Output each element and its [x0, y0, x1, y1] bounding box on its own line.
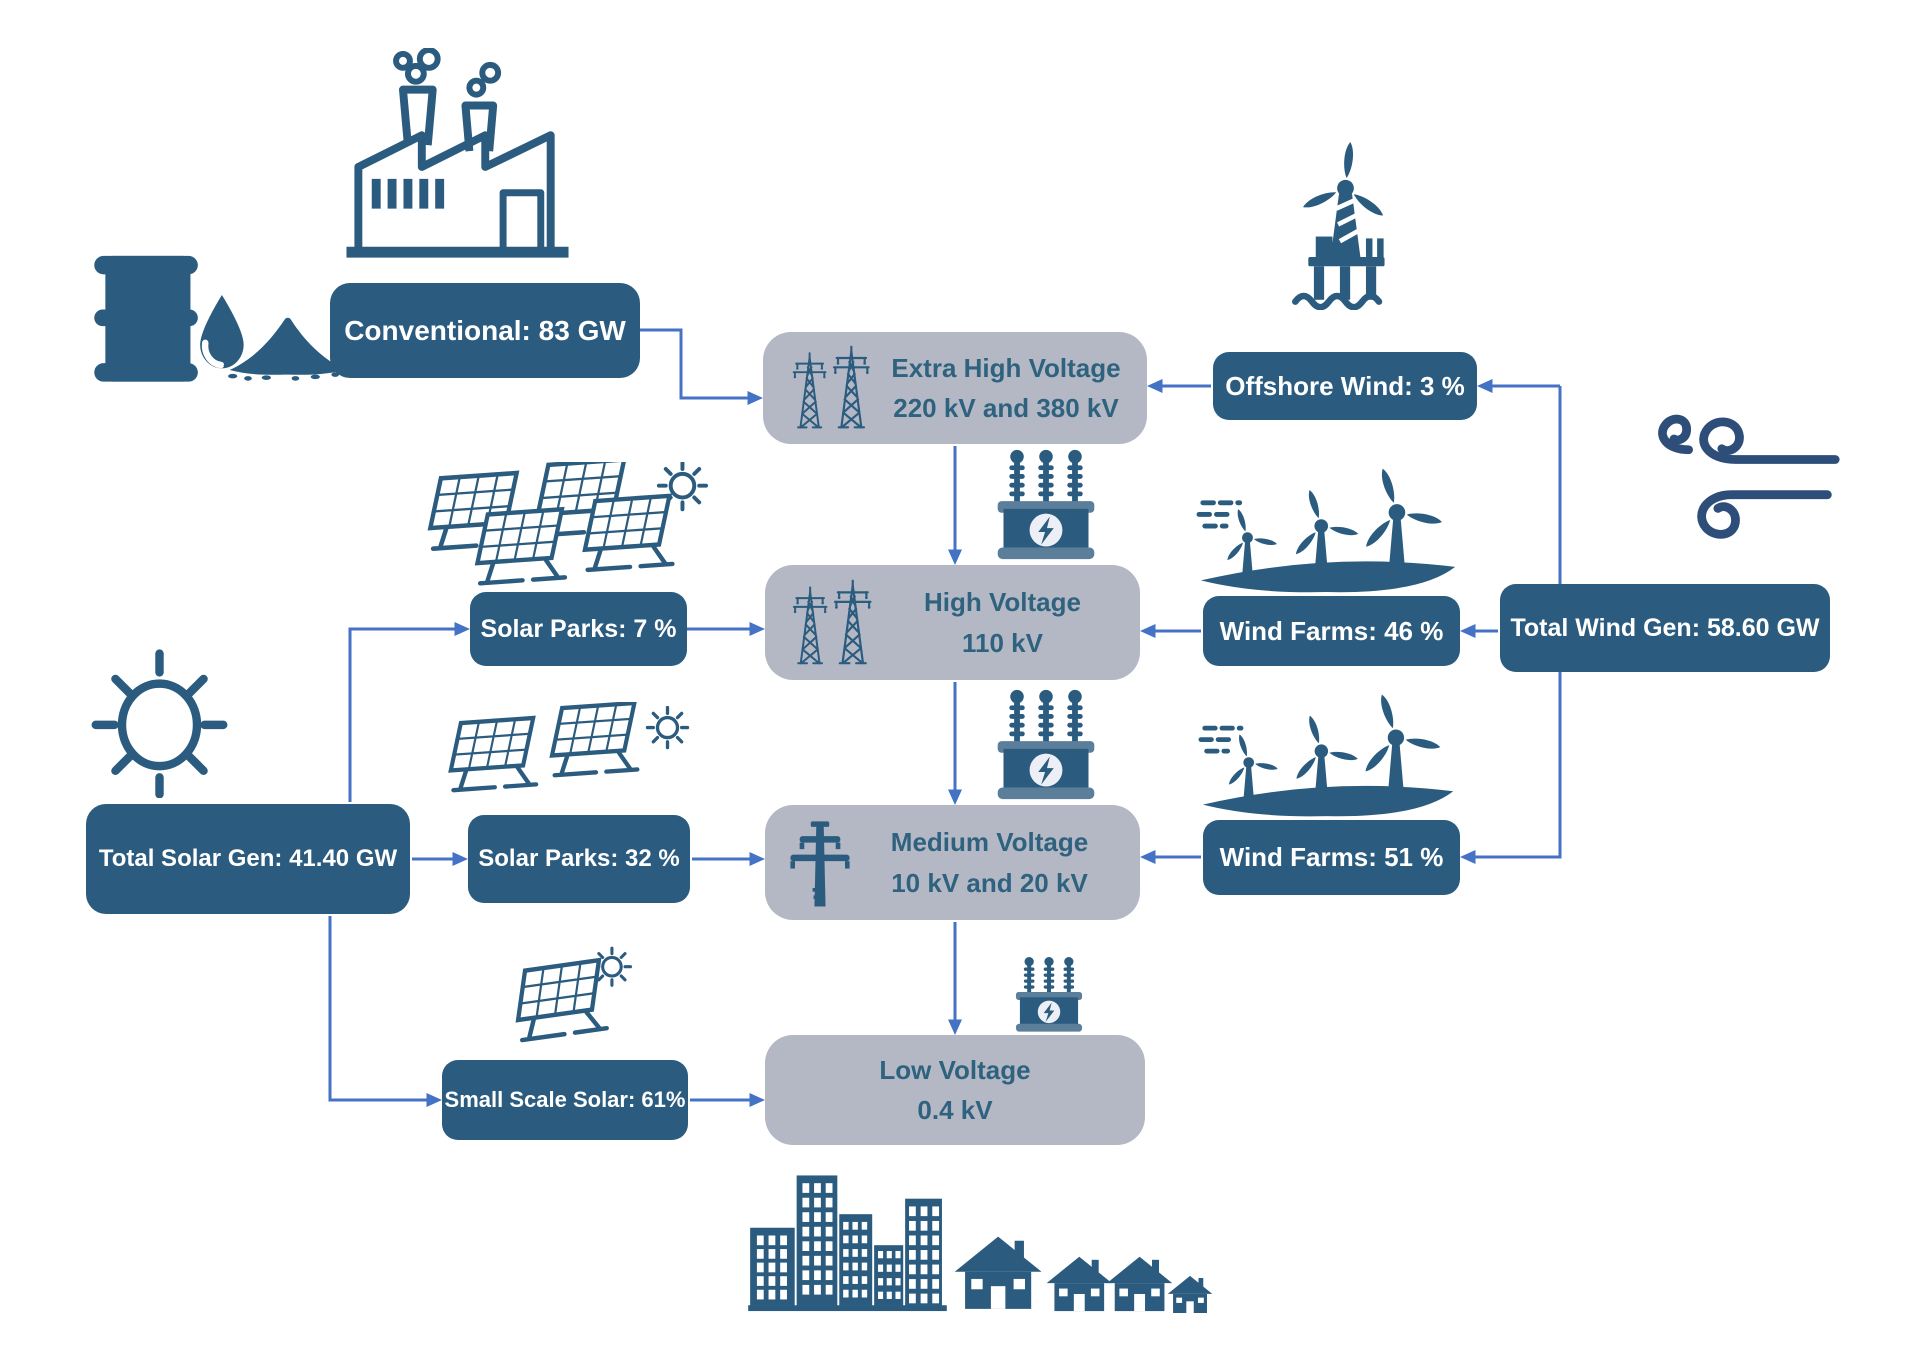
- node-total-wind-gen: Total Wind Gen: 58.60 GW: [1500, 584, 1830, 672]
- level-medium-voltage: Medium Voltage 10 kV and 20 kV: [765, 805, 1140, 920]
- wind-farm-icon: [1193, 688, 1465, 818]
- level-high-voltage: High Voltage 110 kV: [765, 565, 1140, 680]
- level-subtitle: 110 kV: [962, 627, 1043, 658]
- transformer-icon: [1006, 955, 1092, 1033]
- offshore-wind-turbine-icon: [1292, 138, 1413, 310]
- node-wind-farms-51: Wind Farms: 51 %: [1203, 820, 1460, 895]
- houses-icon: [955, 1236, 1213, 1313]
- node-solar-parks-7: Solar Parks: 7 %: [470, 592, 687, 666]
- transmission-towers-icon: [781, 342, 883, 434]
- arrow-conventional-to-ehv: [640, 328, 763, 405]
- sun-icon: [91, 649, 228, 798]
- level-subtitle: 10 kV and 20 kV: [891, 867, 1088, 898]
- coal-pile-icon: [223, 317, 345, 381]
- node-small-scale-solar: Small Scale Solar: 61%: [442, 1060, 688, 1140]
- wind-farm-icon: [1193, 462, 1465, 594]
- transmission-towers-icon: [783, 576, 883, 670]
- arrow-windline-to-windfarms-51: [1460, 386, 1562, 864]
- factory-icon: [346, 48, 569, 258]
- solar-park-icon: [415, 462, 709, 590]
- level-title: High Voltage: [924, 587, 1081, 618]
- wind-gust-icon: [1658, 414, 1840, 539]
- node-offshore-wind: Offshore Wind: 3 %: [1213, 352, 1477, 420]
- level-subtitle: 0.4 kV: [917, 1095, 993, 1125]
- level-low-voltage: Low Voltage 0.4 kV: [765, 1035, 1145, 1145]
- node-solar-parks-32: Solar Parks: 32 %: [468, 815, 690, 903]
- node-total-solar-gen: Total Solar Gen: 41.40 GW: [86, 804, 410, 914]
- transformer-icon: [985, 447, 1107, 561]
- city-buildings-icon: [748, 1175, 947, 1312]
- level-title: Low Voltage: [879, 1054, 1031, 1085]
- level-extra-high-voltage: Extra High Voltage 220 kV and 380 kV: [763, 332, 1147, 444]
- level-title: Extra High Voltage: [891, 352, 1121, 383]
- level-title: Medium Voltage: [890, 827, 1089, 858]
- node-wind-farms-46: Wind Farms: 46 %: [1203, 596, 1460, 666]
- utility-pole-icon: [790, 820, 850, 906]
- transformer-icon: [985, 687, 1107, 801]
- level-subtitle: 220 kV and 380 kV: [893, 393, 1119, 423]
- node-conventional: Conventional: 83 GW: [330, 283, 640, 378]
- solar-park-icon: [438, 702, 690, 813]
- arrow-totalsolar-to-solarparks7: [348, 622, 470, 802]
- small-solar-panel-icon: [498, 946, 633, 1057]
- oil-barrel-icon: [94, 255, 252, 382]
- arrow-totalsolar-to-smallscale: [328, 916, 442, 1107]
